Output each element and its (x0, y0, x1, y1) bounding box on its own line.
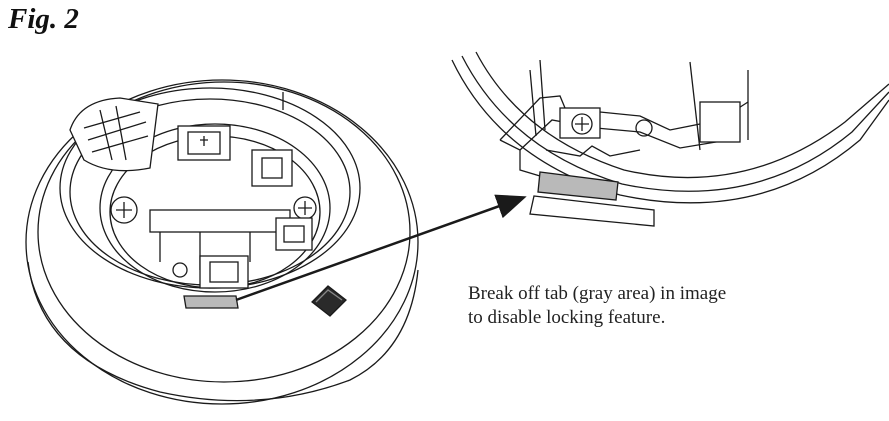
figure-title: Fig. 2 (8, 3, 79, 35)
pointer-arrow (235, 194, 527, 302)
tab-closeup-drawing (451, 51, 889, 227)
callout-text: Break off tab (gray area) in image to di… (468, 283, 727, 328)
detector-base-drawing (25, 79, 419, 405)
